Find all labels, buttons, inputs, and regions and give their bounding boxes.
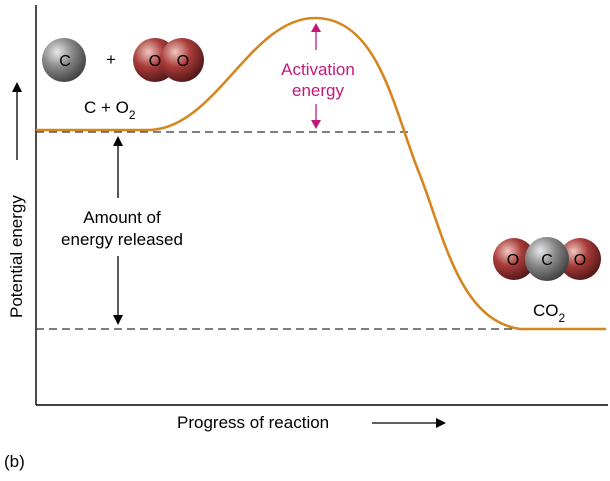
svg-text:C: C <box>59 53 71 70</box>
released-label-line2: energy released <box>61 230 183 249</box>
products-label: CO2 <box>533 301 566 325</box>
activation-label-line1: Activation <box>281 60 355 79</box>
co2-molecule: O C O <box>493 237 601 281</box>
svg-text:O: O <box>149 53 161 70</box>
svg-text:C: C <box>541 252 553 269</box>
plus-sign: + <box>106 50 116 69</box>
svg-text:O: O <box>507 252 519 269</box>
y-axis-label-arrow <box>12 82 22 160</box>
oxygen-molecule: O O <box>133 38 204 82</box>
x-axis-label-arrow <box>372 418 446 428</box>
svg-text:O: O <box>177 53 189 70</box>
energy-curve <box>36 16 606 331</box>
x-axis-label: Progress of reaction <box>177 413 329 432</box>
panel-label: (b) <box>4 452 25 471</box>
activation-label-line2: energy <box>292 81 344 100</box>
released-arrows <box>113 136 123 325</box>
released-label-line1: Amount of <box>83 208 161 227</box>
svg-text:O: O <box>574 252 586 269</box>
carbon-atom: C <box>42 38 86 82</box>
activation-arrows <box>311 23 321 129</box>
reactants-label: C + O2 <box>84 98 136 122</box>
y-axis-label: Potential energy <box>7 195 26 318</box>
